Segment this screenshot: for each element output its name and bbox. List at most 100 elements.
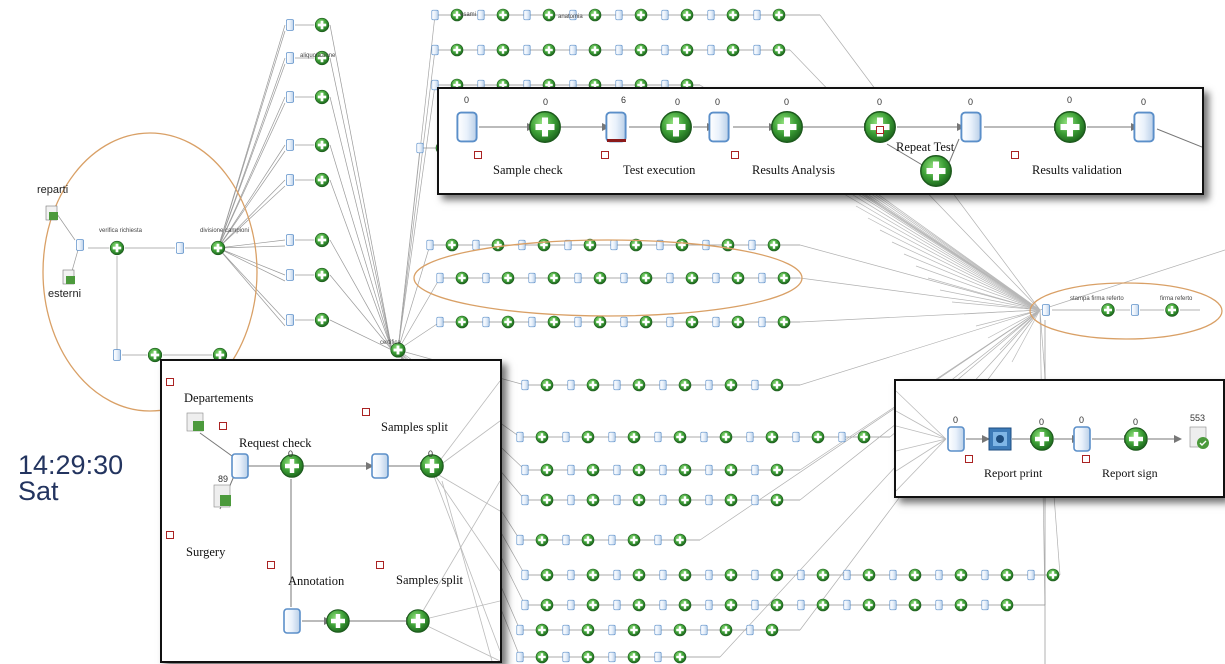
queue-icon (436, 316, 444, 328)
plus-node-icon (862, 598, 876, 612)
queue-icon (516, 431, 524, 443)
queue-icon (416, 142, 424, 154)
marker-icon (876, 126, 884, 134)
plus-node-icon (726, 8, 740, 22)
queue-count: 0 (968, 97, 974, 107)
queue-icon (705, 464, 713, 476)
label-samples-split: Samples split (381, 420, 449, 434)
queue-icon (707, 9, 715, 21)
queue-count: 0 (1141, 97, 1147, 107)
plus-node-icon (547, 315, 561, 329)
intake-flow-graph (186, 380, 500, 661)
plus-node-icon (326, 609, 350, 633)
document-icon (186, 412, 204, 432)
plus-node-icon (542, 43, 556, 57)
queue-icon (758, 272, 766, 284)
queue-icon (516, 651, 524, 663)
plus-node-icon (770, 110, 804, 144)
node-count: 0 (288, 449, 294, 459)
step-repeat-test: Repeat Test (896, 140, 955, 154)
queue-icon (843, 599, 851, 611)
queue-icon (661, 44, 669, 56)
queue-icon (843, 569, 851, 581)
label-report-print: Report print (984, 466, 1043, 480)
queue-icon (659, 599, 667, 611)
plus-node-icon (1124, 427, 1148, 451)
queue-icon (283, 608, 301, 634)
queue-icon (528, 272, 536, 284)
plus-node-icon (1046, 568, 1060, 582)
queue-icon (286, 174, 294, 186)
queue-icon (981, 569, 989, 581)
queue-icon (605, 111, 627, 143)
marker-icon (267, 561, 275, 569)
queue-count: 6 (621, 95, 627, 105)
queue-icon (1027, 569, 1035, 581)
plus-node-icon (724, 463, 738, 477)
queue-icon (708, 111, 730, 143)
queue-icon (1133, 111, 1155, 143)
plus-node-icon (588, 8, 602, 22)
node-count: 0 (543, 97, 549, 107)
queue-icon (659, 494, 667, 506)
queue-icon (562, 534, 570, 546)
queue-icon (615, 9, 623, 21)
process-zoom-inset: 0 0 6 0 0 0 0 0 0 0 Sample check Test ex… (437, 87, 1204, 195)
plus-node-icon (770, 378, 784, 392)
clock-time: 14:29:30 (18, 450, 124, 480)
label-samples-split-2: Samples split (396, 573, 464, 587)
overview-label: firma referto (1160, 296, 1193, 302)
plus-node-icon (632, 568, 646, 582)
queue-icon (523, 9, 531, 21)
plus-node-icon (627, 533, 641, 547)
plus-node-icon (765, 430, 779, 444)
plus-node-icon (685, 271, 699, 285)
marker-icon (1011, 151, 1019, 159)
queue-icon (564, 239, 572, 251)
plus-node-icon (770, 463, 784, 477)
plus-node-icon (314, 17, 330, 33)
queue-icon (654, 651, 662, 663)
queue-icon (574, 316, 582, 328)
plus-node-icon (593, 315, 607, 329)
queue-icon (746, 624, 754, 636)
queue-icon (620, 316, 628, 328)
queue-icon (960, 111, 982, 143)
plus-node-icon (581, 623, 595, 637)
plus-node-icon (540, 378, 554, 392)
queue-icon (707, 44, 715, 56)
plus-node-icon (777, 315, 791, 329)
clock-day: Sat (18, 476, 59, 506)
queue-icon (753, 44, 761, 56)
queue-icon (654, 431, 662, 443)
document-icon (45, 205, 58, 221)
plus-node-icon (581, 533, 595, 547)
queue-icon (935, 599, 943, 611)
plus-node-icon (632, 493, 646, 507)
plus-node-icon (731, 271, 745, 285)
queue-count: 0 (953, 415, 959, 425)
plus-node-icon (724, 493, 738, 507)
queue-icon (567, 569, 575, 581)
queue-icon (666, 272, 674, 284)
queue-icon (477, 9, 485, 21)
plus-node-icon (210, 240, 226, 256)
step-results-validation: Results validation (1032, 163, 1122, 177)
queue-count: 0 (464, 95, 470, 105)
plus-node-icon (491, 238, 505, 252)
queue-icon (286, 234, 294, 246)
queue-icon (574, 272, 582, 284)
plus-node-icon (724, 598, 738, 612)
plus-node-icon (678, 493, 692, 507)
step-sample-check: Sample check (493, 163, 563, 177)
queue-icon (176, 242, 184, 254)
marker-icon (219, 422, 227, 430)
queue-icon (431, 9, 439, 21)
queue-icon (608, 534, 616, 546)
plus-node-icon (314, 172, 330, 188)
queue-icon (659, 569, 667, 581)
queue-icon (528, 316, 536, 328)
queue-icon (518, 239, 526, 251)
queue-icon (562, 651, 570, 663)
queue-icon (431, 44, 439, 56)
